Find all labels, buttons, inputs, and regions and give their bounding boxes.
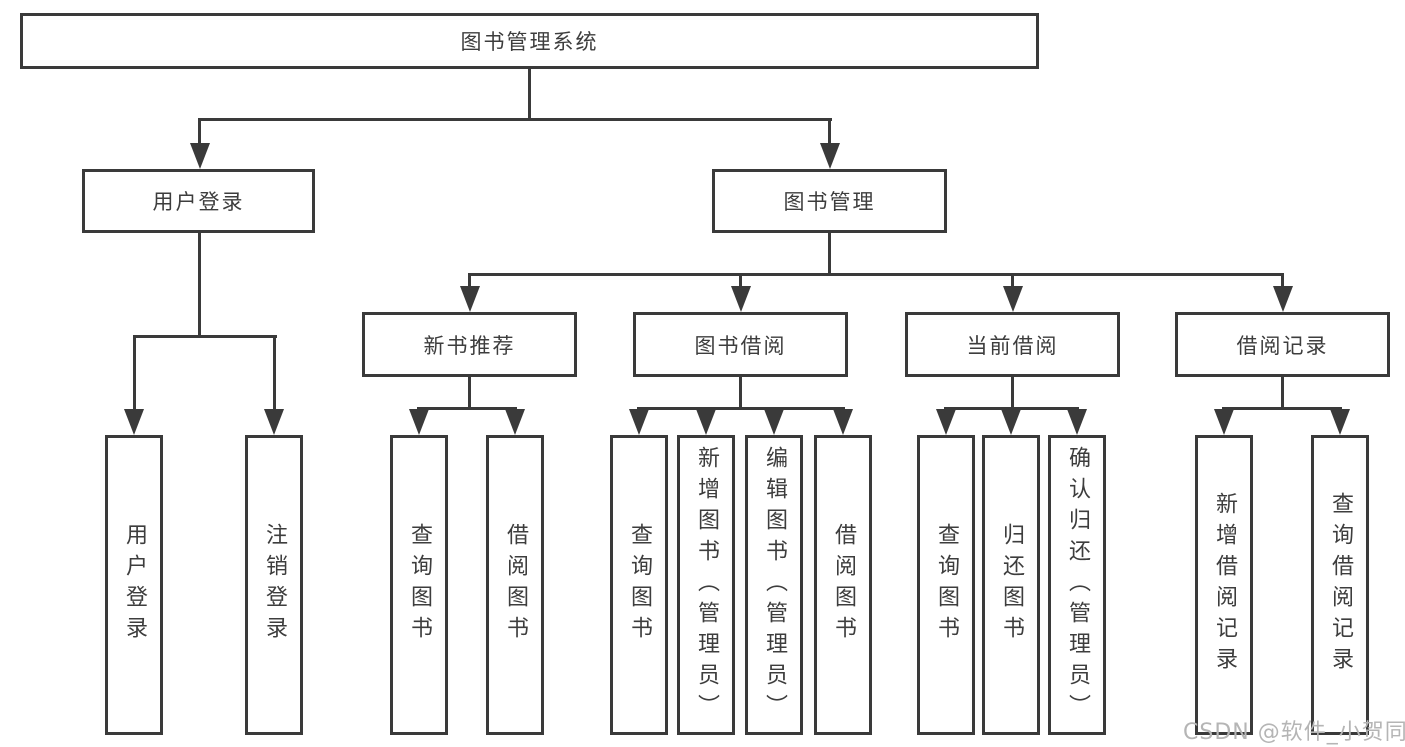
leaf-borrow-book-1-label: 借阅图书 (503, 523, 528, 647)
connector-root-rail (198, 118, 832, 121)
leaf-query-book-1: 查询图书 (390, 435, 448, 735)
leaf-query-book-3: 查询图书 (917, 435, 975, 735)
arrowhead-book-borrow (731, 286, 751, 312)
leaf-query-book-2-label: 查询图书 (627, 523, 652, 647)
leaf-borrow-book-2: 借阅图书 (814, 435, 872, 735)
connector-to-borrow-records (1281, 273, 1284, 289)
arrowhead-leaf-borrow-book-1 (505, 409, 525, 435)
arrowhead-leaf-user-login (124, 409, 144, 435)
connector-current-borrow-stem (1011, 377, 1014, 407)
leaf-query-book-2: 查询图书 (610, 435, 668, 735)
connector-borrow-records-rail (1222, 407, 1342, 410)
connector-book-management-stem (828, 233, 831, 273)
leaf-logout: 注销登录 (245, 435, 303, 735)
node-book-borrow-label: 图书借阅 (694, 333, 787, 358)
connector-book-management-rail (468, 273, 1284, 276)
leaf-logout-label: 注销登录 (262, 523, 287, 647)
leaf-query-book-3-label: 查询图书 (934, 523, 959, 647)
connector-user-login-stem (198, 233, 201, 335)
arrowhead-new-book-recommend (460, 286, 480, 312)
leaf-user-login-label: 用户登录 (122, 523, 147, 647)
arrowhead-leaf-query-book-1 (409, 409, 429, 435)
node-user-login: 用户登录 (82, 169, 315, 233)
leaf-add-borrow-record: 新增借阅记录 (1195, 435, 1253, 735)
leaf-edit-book-admin-label: 编辑图书（管理员） (762, 445, 787, 725)
connector-to-leaf-user-login (133, 335, 136, 413)
node-current-borrow-label: 当前借阅 (966, 333, 1059, 358)
connector-to-book-management (828, 118, 831, 148)
leaf-add-book-admin: 新增图书（管理员） (677, 435, 735, 735)
connector-to-current-borrow (1011, 273, 1014, 289)
arrowhead-leaf-add-borrow-record (1214, 409, 1234, 435)
leaf-borrow-book-1: 借阅图书 (486, 435, 544, 735)
arrowhead-current-borrow (1003, 286, 1023, 312)
node-book-borrow: 图书借阅 (633, 312, 848, 377)
node-user-login-label: 用户登录 (152, 190, 245, 214)
arrowhead-leaf-query-book-3 (936, 409, 956, 435)
leaf-add-book-admin-label: 新增图书（管理员） (694, 445, 719, 725)
leaf-return-book: 归还图书 (982, 435, 1040, 735)
leaf-user-login: 用户登录 (105, 435, 163, 735)
connector-to-leaf-logout (273, 335, 276, 413)
node-borrow-records: 借阅记录 (1175, 312, 1390, 377)
connector-current-borrow-rail (944, 407, 1079, 410)
arrowhead-leaf-borrow-book-2 (833, 409, 853, 435)
leaf-edit-book-admin: 编辑图书（管理员） (745, 435, 803, 735)
arrowhead-borrow-records (1273, 286, 1293, 312)
connector-book-borrow-stem (739, 377, 742, 407)
node-current-borrow: 当前借阅 (905, 312, 1120, 377)
arrowhead-leaf-query-borrow-record (1330, 409, 1350, 435)
connector-to-user-login (198, 118, 201, 148)
node-book-management: 图书管理 (712, 169, 947, 233)
leaf-confirm-return-admin-label: 确认归还（管理员） (1065, 445, 1090, 725)
arrowhead-leaf-add-book (696, 409, 716, 435)
connector-new-book-rail (417, 407, 517, 410)
connector-borrow-records-stem (1281, 377, 1284, 407)
leaf-borrow-book-2-label: 借阅图书 (831, 523, 856, 647)
connector-user-login-rail (133, 335, 277, 338)
arrowhead-leaf-return-book (1001, 409, 1021, 435)
leaf-query-borrow-record: 查询借阅记录 (1311, 435, 1369, 735)
leaf-confirm-return-admin: 确认归还（管理员） (1048, 435, 1106, 735)
arrowhead-leaf-confirm-return (1067, 409, 1087, 435)
connector-to-new-book-recommend (468, 273, 471, 289)
connector-new-book-stem (468, 377, 471, 407)
node-root: 图书管理系统 (20, 13, 1039, 69)
node-root-label: 图书管理系统 (460, 30, 599, 54)
watermark: CSDN @软件_小贺同学 (1183, 720, 1405, 745)
leaf-query-book-1-label: 查询图书 (407, 523, 432, 647)
connector-book-borrow-rail (637, 407, 845, 410)
arrowhead-book-management (820, 143, 840, 169)
arrowhead-leaf-edit-book (764, 409, 784, 435)
connector-root-stem (528, 69, 531, 118)
arrowhead-leaf-query-book-2 (629, 409, 649, 435)
leaf-query-borrow-record-label: 查询借阅记录 (1328, 492, 1353, 678)
node-new-book-recommend-label: 新书推荐 (423, 333, 516, 358)
arrowhead-leaf-logout (264, 409, 284, 435)
node-borrow-records-label: 借阅记录 (1236, 333, 1329, 358)
connector-to-book-borrow (739, 273, 742, 289)
arrowhead-user-login (190, 143, 210, 169)
leaf-add-borrow-record-label: 新增借阅记录 (1212, 492, 1237, 678)
node-new-book-recommend: 新书推荐 (362, 312, 577, 377)
leaf-return-book-label: 归还图书 (999, 523, 1024, 647)
node-book-management-label: 图书管理 (783, 190, 876, 214)
